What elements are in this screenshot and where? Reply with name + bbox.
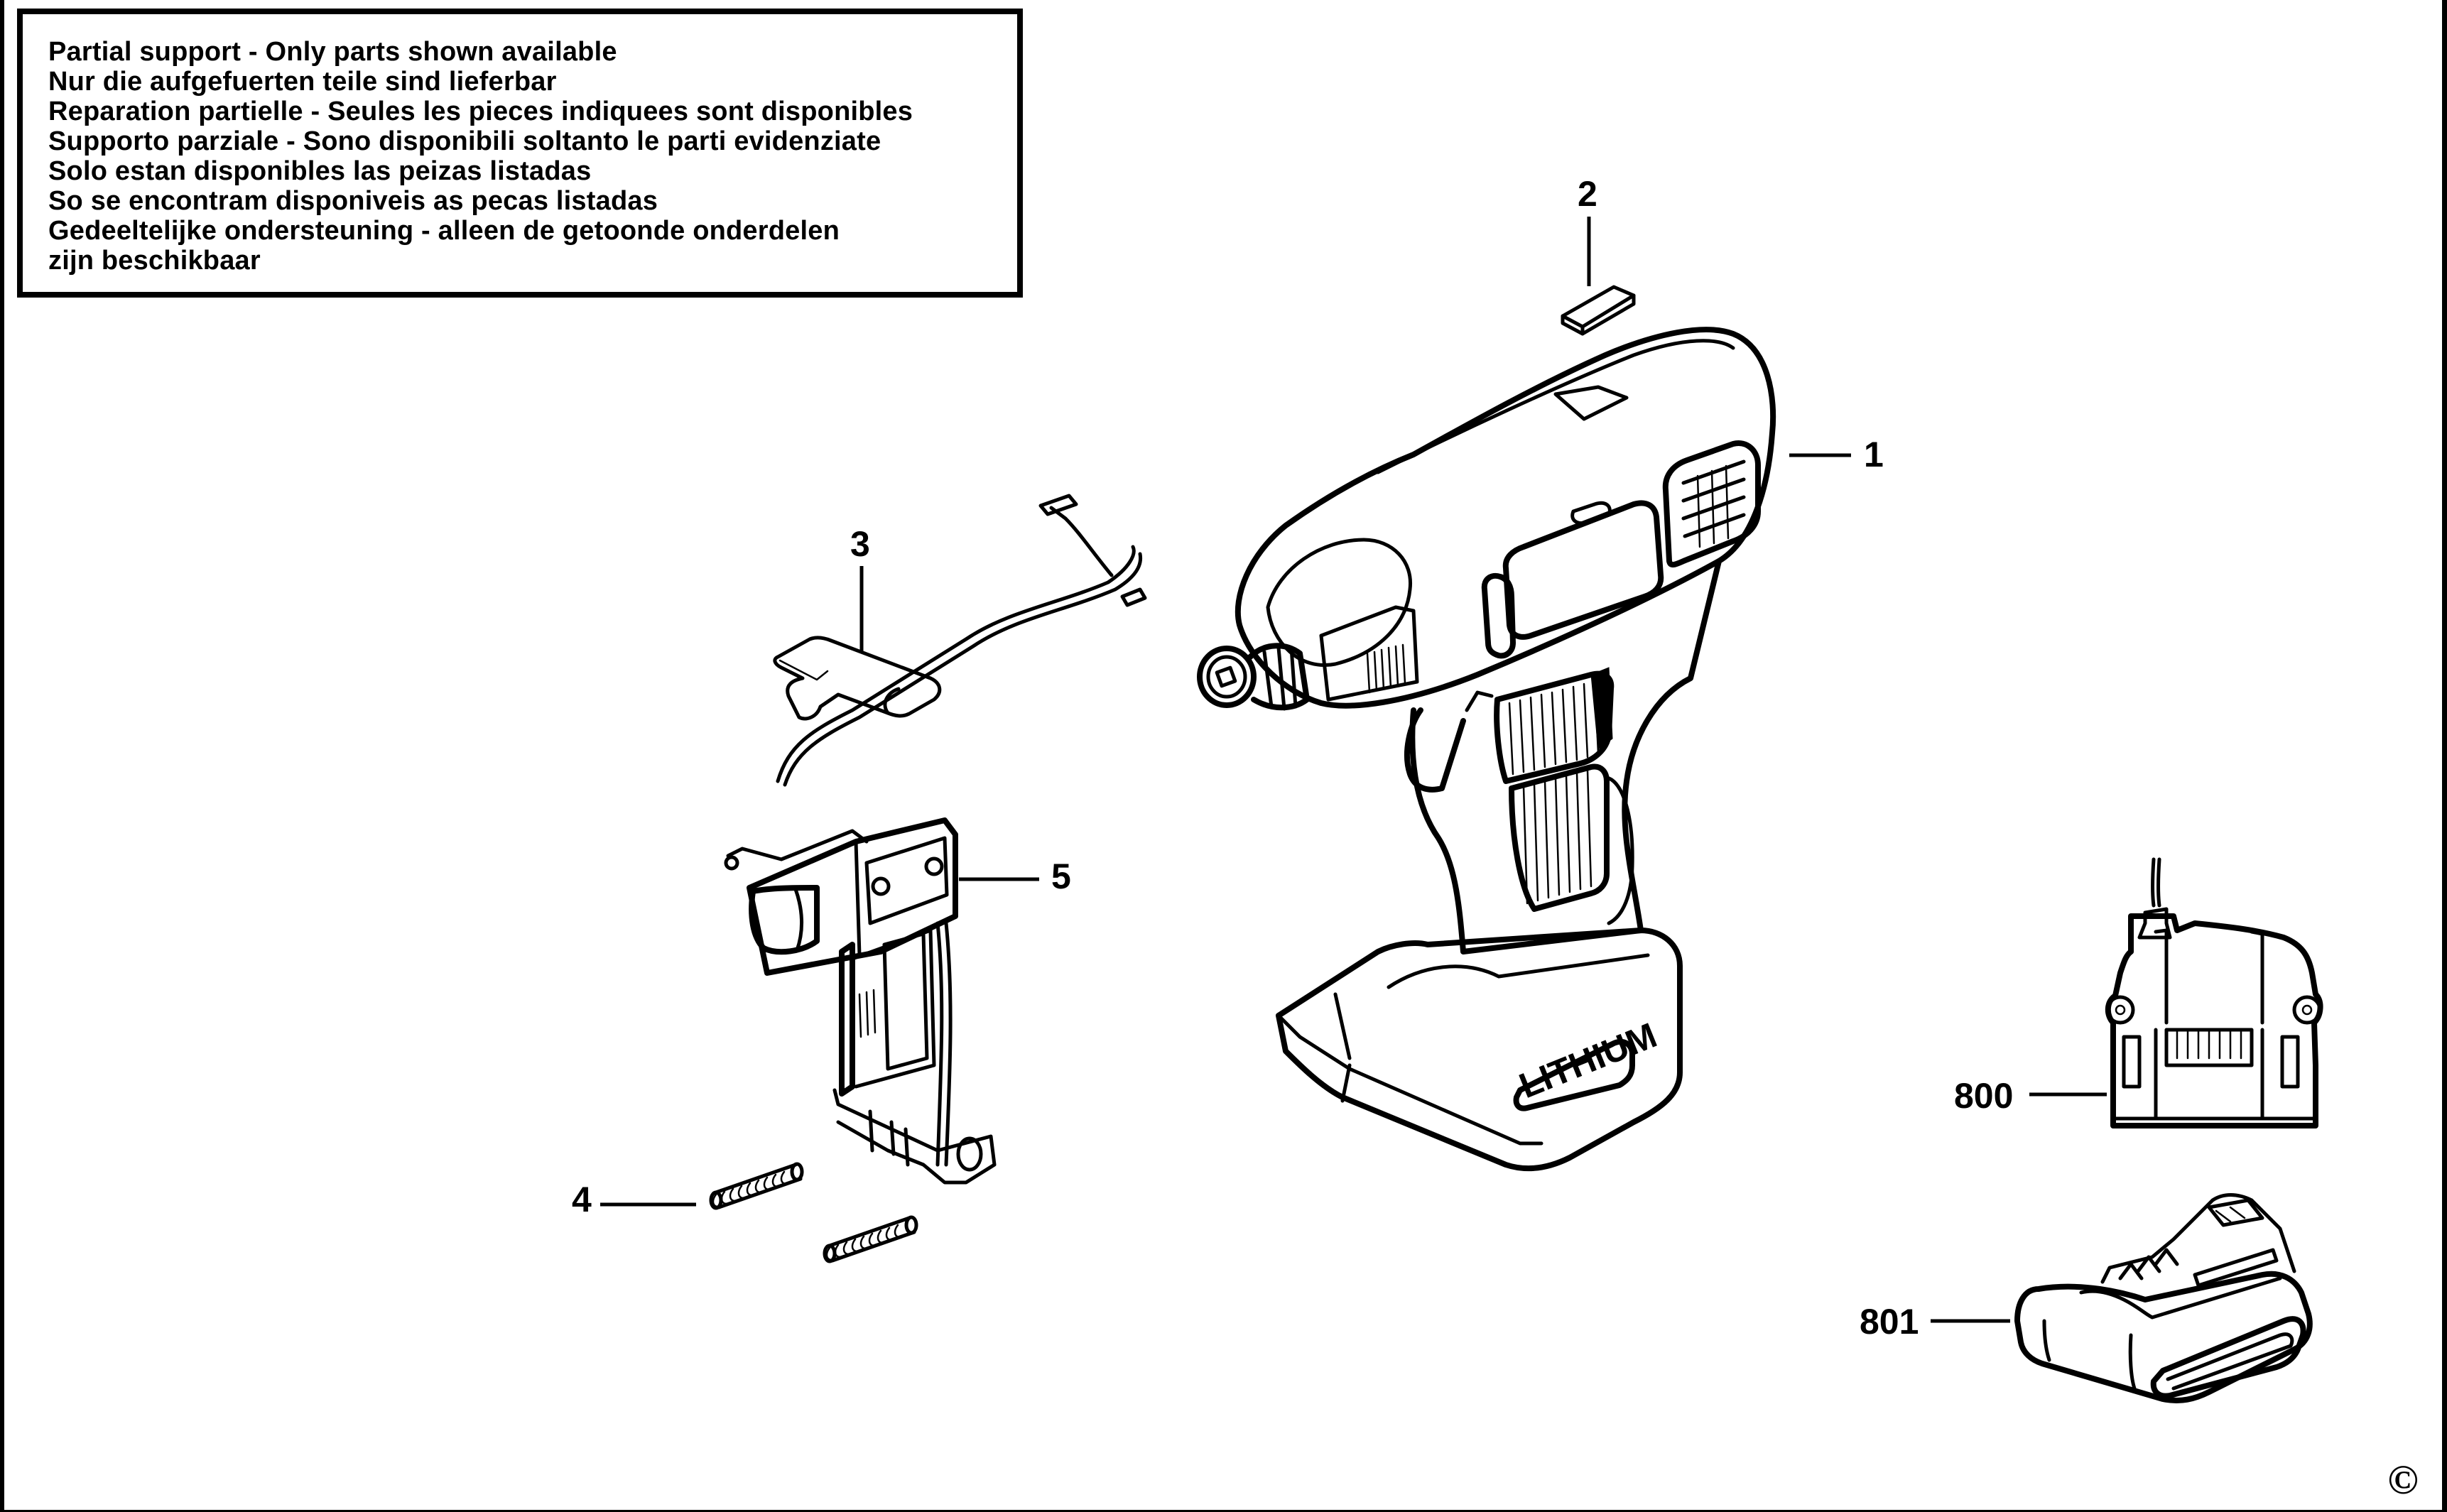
callout-801: 801 [1860, 1302, 2010, 1342]
part-2-label-plate[interactable] [1561, 285, 1636, 336]
notice-line-pt: So se encontram disponiveis as pecas lis… [48, 186, 658, 216]
notice-line-en: Partial support - Only parts shown avail… [48, 37, 617, 67]
grip-lower [1509, 763, 1610, 912]
grip-upper [1494, 667, 1615, 784]
callout-number-1: 1 [1864, 435, 1884, 474]
front-vent-slots [1366, 643, 1406, 694]
page-border-right [2442, 0, 2447, 1512]
page-border-left [0, 0, 4, 1512]
callout-3: 3 [850, 524, 870, 651]
callout-number-2: 2 [1578, 174, 1597, 214]
callout-5: 5 [959, 856, 1071, 896]
trigger [1404, 690, 1494, 793]
part-801-battery[interactable] [2014, 1193, 2313, 1403]
notice-line-de: Nur die aufgefuerten teile sind lieferba… [48, 67, 557, 97]
spring-lower [823, 1215, 918, 1263]
notice-line-nl: Gedeeltelijke ondersteuning - alleen de … [48, 216, 840, 246]
rear-vent-grille [1681, 459, 1746, 548]
partial-support-notice: Partial support - Only parts shown avail… [17, 9, 1023, 298]
chuck-collet [1197, 643, 1310, 711]
switch-wires [776, 494, 1147, 787]
callout-2: 2 [1578, 174, 1597, 286]
callout-1: 1 [1789, 435, 1884, 474]
callout-number-801: 801 [1860, 1302, 1919, 1342]
notice-lines: Partial support - Only parts shown avail… [48, 37, 913, 276]
notice-line-nl-cont: zijn beschikbaar [48, 246, 261, 276]
part-4-springs[interactable] [709, 1162, 918, 1263]
notice-line-fr: Reparation partielle - Seules les pieces… [48, 97, 913, 126]
notice-line-it: Supporto parziale - Sono disponibili sol… [48, 126, 881, 156]
spring-upper [709, 1162, 804, 1210]
callout-number-3: 3 [850, 524, 870, 564]
callout-800: 800 [1954, 1076, 2107, 1116]
part-800-charger[interactable] [2105, 857, 2323, 1128]
callout-4: 4 [572, 1180, 696, 1219]
notice-line-es: Solo estan disponibles las peizas listad… [48, 156, 592, 186]
callout-number-5: 5 [1051, 856, 1071, 896]
page-border-bottom [0, 1510, 2447, 1512]
callout-number-800: 800 [1954, 1076, 2013, 1116]
callout-number-4: 4 [572, 1180, 592, 1219]
part-1-housing[interactable]: LITHIUM [1197, 327, 1776, 1172]
lithium-badge: LITHIUM [1513, 1015, 1662, 1111]
part-5-switch-assembly[interactable] [724, 494, 1147, 1185]
copyright-symbol: © [2387, 1457, 2419, 1503]
